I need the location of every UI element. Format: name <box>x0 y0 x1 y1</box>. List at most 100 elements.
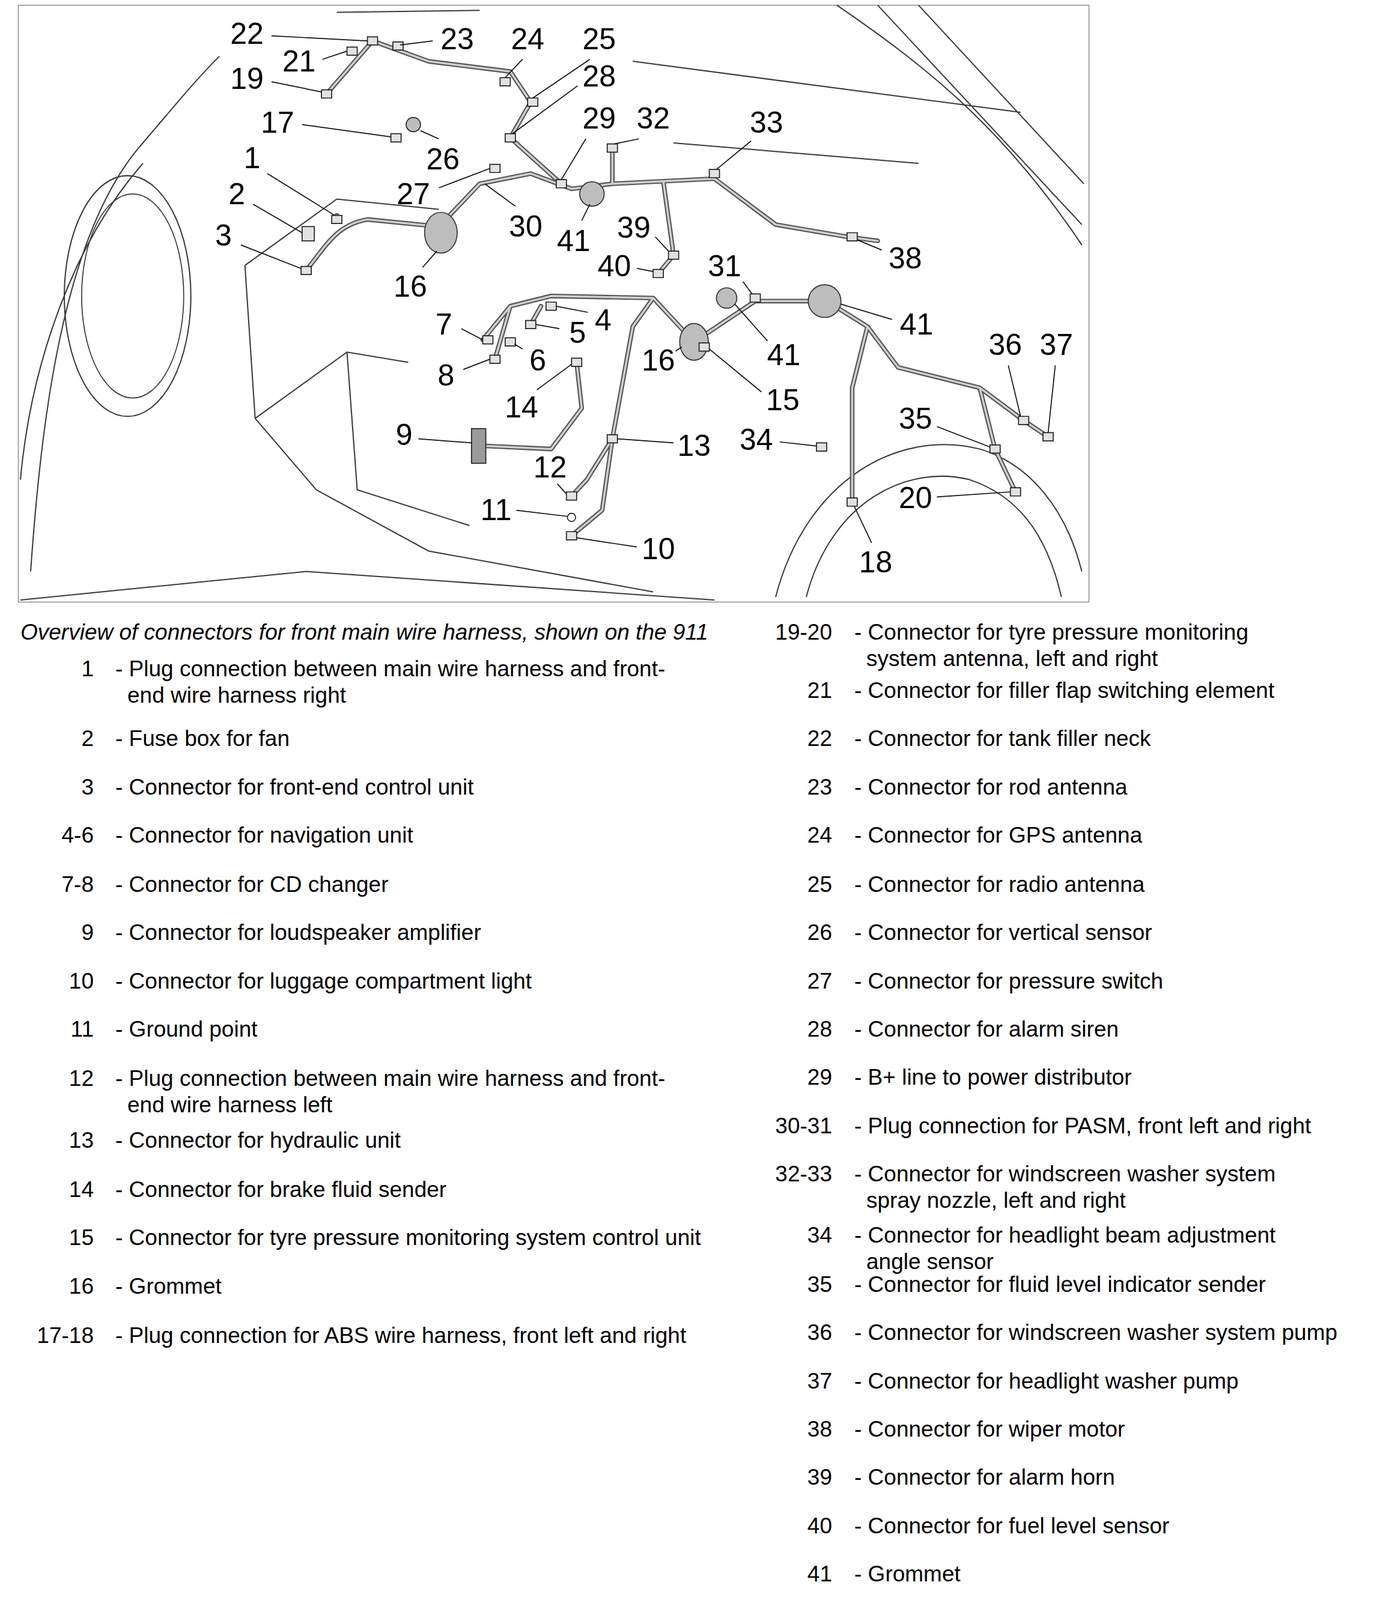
headlight-outline <box>81 194 184 399</box>
grommet <box>579 182 605 207</box>
callout-number: 19 <box>230 63 264 94</box>
callout-number: 33 <box>749 107 784 138</box>
grommets <box>424 182 842 361</box>
key-number: 22 <box>711 725 833 753</box>
key-number: 15 <box>0 1224 94 1252</box>
callout-number: 36 <box>988 329 1022 360</box>
grommet <box>679 323 709 361</box>
key-description: - Plug connection between main wire harn… <box>115 1065 675 1119</box>
figure-frame <box>18 5 1090 603</box>
callout-number: 25 <box>582 24 616 55</box>
ground-point <box>567 513 577 523</box>
key-number: 19-20 <box>711 619 833 646</box>
callout-number: 38 <box>888 243 923 274</box>
key-description: - Connector for fuel level sensor <box>854 1513 1377 1540</box>
key-number: 16 <box>0 1273 94 1301</box>
callout-number: 20 <box>898 483 933 514</box>
callout-number: 6 <box>529 345 547 376</box>
key-description: - Connector for hydraulic unit <box>115 1127 765 1155</box>
key-description: - Connector for navigation unit <box>115 822 765 849</box>
callout-number: 9 <box>395 419 413 450</box>
key-number: 12 <box>0 1065 94 1093</box>
callout-number: 11 <box>480 495 512 526</box>
grommet <box>424 212 458 254</box>
wire-harness <box>306 40 1049 536</box>
headlight-outline <box>64 175 192 417</box>
key-description: - Fuse box for fan <box>115 725 765 753</box>
key-number: 30-31 <box>711 1113 833 1140</box>
callout-number: 21 <box>282 46 317 77</box>
key-number: 34 <box>711 1222 833 1250</box>
key-description: - Grommet <box>854 1561 1377 1588</box>
callout-number: 18 <box>859 547 893 578</box>
callout-number: 27 <box>396 179 431 210</box>
plug-connectors <box>300 36 1054 540</box>
callout-number: 16 <box>641 345 676 376</box>
key-description: - Connector for brake fluid sender <box>115 1176 765 1204</box>
callout-number: 32 <box>636 103 670 134</box>
key-number: 29 <box>711 1064 833 1092</box>
callout-number: 16 <box>393 271 428 302</box>
key-description: - Connector for CD changer <box>115 871 765 899</box>
key-description: - Grommet <box>115 1273 765 1301</box>
key-number: 39 <box>711 1464 833 1492</box>
callout-number: 12 <box>533 452 568 483</box>
callout-number: 41 <box>767 340 801 371</box>
key-number: 24 <box>711 822 833 849</box>
key-description: - Connector for pressure switch <box>854 968 1377 995</box>
key-description: - Connector for alarm siren <box>854 1016 1377 1043</box>
key-number: 26 <box>711 919 833 947</box>
key-description: - Connector for alarm horn <box>854 1464 1377 1492</box>
key-number: 10 <box>0 968 94 995</box>
key-number: 14 <box>0 1176 94 1204</box>
callout-number: 22 <box>230 18 264 49</box>
callout-number: 35 <box>898 403 933 434</box>
callout-number: 3 <box>215 220 232 251</box>
fuse-box <box>302 226 315 241</box>
callout-number: 39 <box>616 212 651 243</box>
key-number: 37 <box>711 1368 833 1396</box>
callout-number: 8 <box>437 360 455 391</box>
key-description: - Connector for tank filler neck <box>854 725 1377 753</box>
key-description: - Connector for filler flap switching el… <box>854 677 1377 705</box>
key-number: 36 <box>711 1319 833 1347</box>
key-number: 13 <box>0 1127 94 1155</box>
key-description: - Connector for headlight beam adjustmen… <box>854 1222 1329 1276</box>
key-number: 17-18 <box>0 1322 94 1350</box>
callout-number: 41 <box>556 225 591 256</box>
key-description: - Plug connection for ABS wire harness, … <box>115 1322 765 1350</box>
grommet <box>808 284 841 318</box>
callout-number: 1 <box>243 142 261 174</box>
wire-harness-core <box>306 40 1049 536</box>
callout-number: 15 <box>765 385 800 416</box>
callout-number: 34 <box>739 424 774 455</box>
callout-number: 17 <box>260 107 295 138</box>
callout-number: 37 <box>1039 329 1073 360</box>
callout-number: 10 <box>641 534 676 565</box>
key-number: 1 <box>0 656 94 683</box>
callout-number: 28 <box>582 61 616 92</box>
key-number: 9 <box>0 919 94 947</box>
amplifier-connector <box>471 428 487 464</box>
callout-number: 26 <box>425 144 460 175</box>
key-number: 7-8 <box>0 871 94 899</box>
key-description: - Connector for vertical sensor <box>854 919 1377 947</box>
key-description: - Plug connection for PASM, front left a… <box>854 1113 1377 1140</box>
key-number: 40 <box>711 1513 833 1540</box>
callout-number: 31 <box>707 251 742 282</box>
key-description: - Connector for rod antenna <box>854 774 1377 801</box>
key-description: - Connector for luggage compartment ligh… <box>115 968 765 995</box>
key-number: 3 <box>0 774 94 801</box>
callout-number: 41 <box>899 309 934 340</box>
key-description: - Connector for tyre pressure monitoring… <box>854 619 1311 673</box>
figure-caption: Overview of connectors for front main wi… <box>20 619 709 646</box>
callout-number: 4 <box>594 305 612 336</box>
key-description: - Connector for windscreen washer system… <box>854 1319 1377 1347</box>
key-number: 27 <box>711 968 833 995</box>
callout-number: 24 <box>510 24 545 55</box>
key-description: - Connector for GPS antenna <box>854 822 1377 849</box>
key-description: - B+ line to power distributor <box>854 1064 1377 1092</box>
key-description: - Ground point <box>115 1016 765 1043</box>
